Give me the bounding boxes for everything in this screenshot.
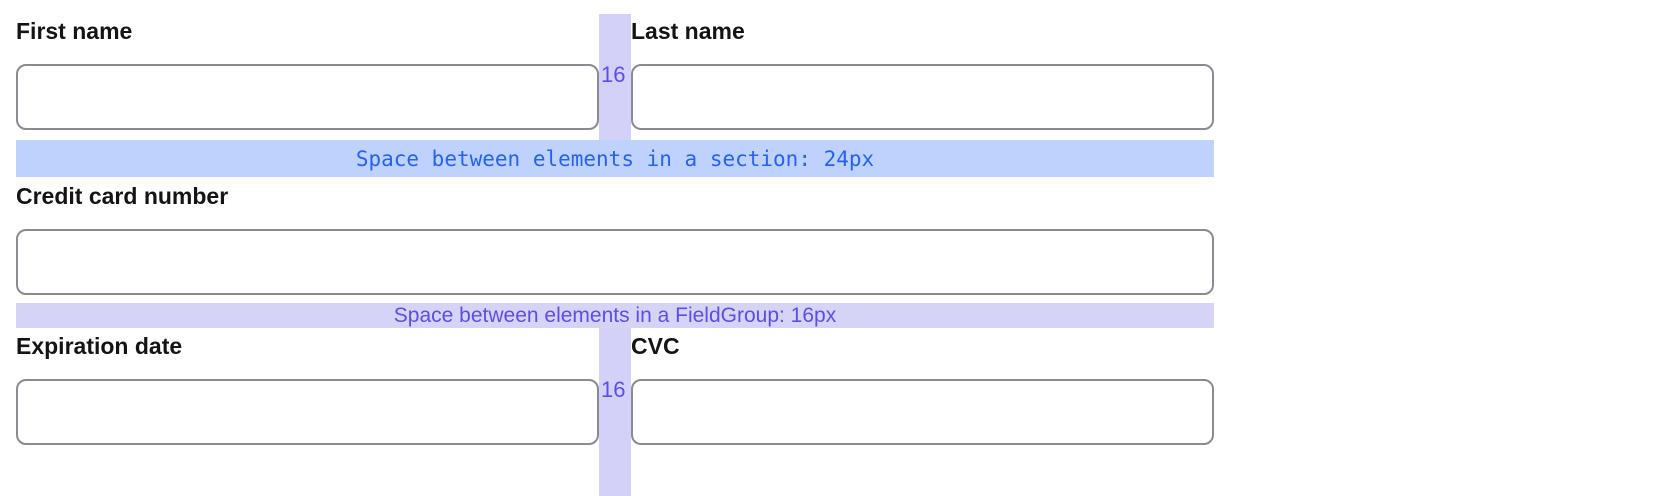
section-gap-indicator: Space between elements in a section: 24p…: [16, 140, 1214, 177]
column-gap-label-top: 16: [601, 62, 626, 87]
field-label-slot: Last name: [631, 20, 1214, 64]
label-cvc: CVC: [631, 333, 680, 359]
field-credit-card-number: Credit card number: [16, 185, 1214, 295]
column-gap-indicator-top: [599, 14, 631, 140]
field-label-slot: Expiration date: [16, 335, 599, 379]
fieldgroup-gap-indicator: Space between elements in a FieldGroup: …: [16, 303, 1214, 328]
input-credit-card-number[interactable]: [16, 229, 1214, 295]
field-label-slot: CVC: [631, 335, 1214, 379]
fieldgroup-gap-label: Space between elements in a FieldGroup: …: [393, 303, 837, 327]
label-first-name: First name: [16, 18, 133, 44]
field-label-slot: Credit card number: [16, 185, 1214, 229]
column-gap-label-bottom: 16: [601, 377, 626, 402]
input-last-name[interactable]: [631, 64, 1214, 130]
section-gap-label: Space between elements in a section: 24p…: [355, 146, 875, 171]
field-expiration-date: Expiration date: [16, 335, 599, 445]
input-expiration-date[interactable]: [16, 379, 599, 445]
column-gap-indicator-bottom: [599, 328, 631, 496]
label-credit-card-number: Credit card number: [16, 183, 229, 209]
input-cvc[interactable]: [631, 379, 1214, 445]
field-label-slot: First name: [16, 20, 599, 64]
input-first-name[interactable]: [16, 64, 599, 130]
field-cvc: CVC: [631, 335, 1214, 445]
label-last-name: Last name: [631, 18, 745, 44]
field-last-name: Last name: [631, 20, 1214, 130]
field-first-name: First name: [16, 20, 599, 130]
label-expiration-date: Expiration date: [16, 333, 183, 359]
